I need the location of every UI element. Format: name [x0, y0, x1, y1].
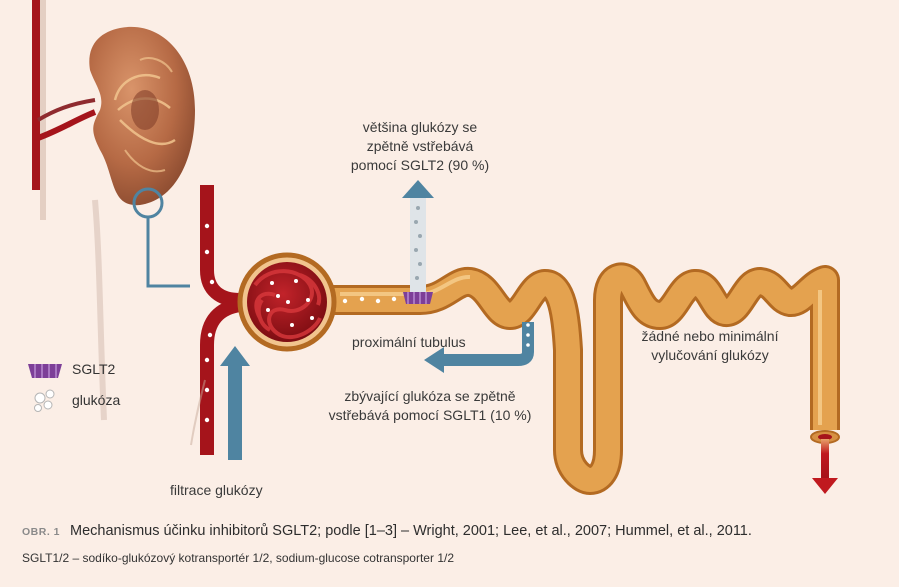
kidney-illustration [32, 0, 195, 421]
glomerulus [237, 252, 337, 352]
legend-glucose-label: glukóza [72, 392, 121, 408]
excretion-arrow [812, 439, 838, 494]
proximal-tubule-label: proximální tubulus [352, 334, 466, 350]
sglt2-legend-icon [28, 364, 62, 378]
legend-sglt2: SGLT2 [72, 361, 115, 377]
afferent-vessels [190, 185, 242, 455]
legend-glucose: glukóza [72, 392, 120, 408]
sglt2-transporter [403, 292, 433, 304]
figure-number: OBR. 1 [22, 526, 61, 538]
nephron-diagram [28, 0, 840, 495]
glucose-legend-icon [34, 389, 55, 412]
tubule-glucose-dots [342, 296, 397, 304]
filtration-label: filtrace glukózy [170, 482, 263, 498]
sglt1-reabsorption-arrow [424, 322, 534, 373]
abbreviation-note: SGLT1/2 – sodíko-glukózový kotransportér… [22, 551, 454, 565]
sglt1-reabsorption-label: zbývající glukóza se zpětně vstřebává po… [328, 388, 532, 423]
filtration-arrow [220, 346, 250, 460]
tubule [330, 265, 837, 492]
zoom-connector [146, 217, 190, 288]
sglt2-reabsorption-arrow [402, 180, 434, 292]
excretion-label: žádné nebo minimální vylučování glukózy [641, 328, 779, 363]
caption-text: Mechanismus účinku inhibitorů SGLT2; pod… [70, 523, 752, 539]
legend-sglt2-label: SGLT2 [72, 361, 116, 377]
vessel-glucose-dots [204, 223, 215, 423]
sglt2-reabsorption-label: většina glukózy se zpětně vstřebává pomo… [350, 119, 490, 173]
figure-caption: OBR. 1 Mechanismus účinku inhibitorů SGLT… [22, 523, 882, 539]
